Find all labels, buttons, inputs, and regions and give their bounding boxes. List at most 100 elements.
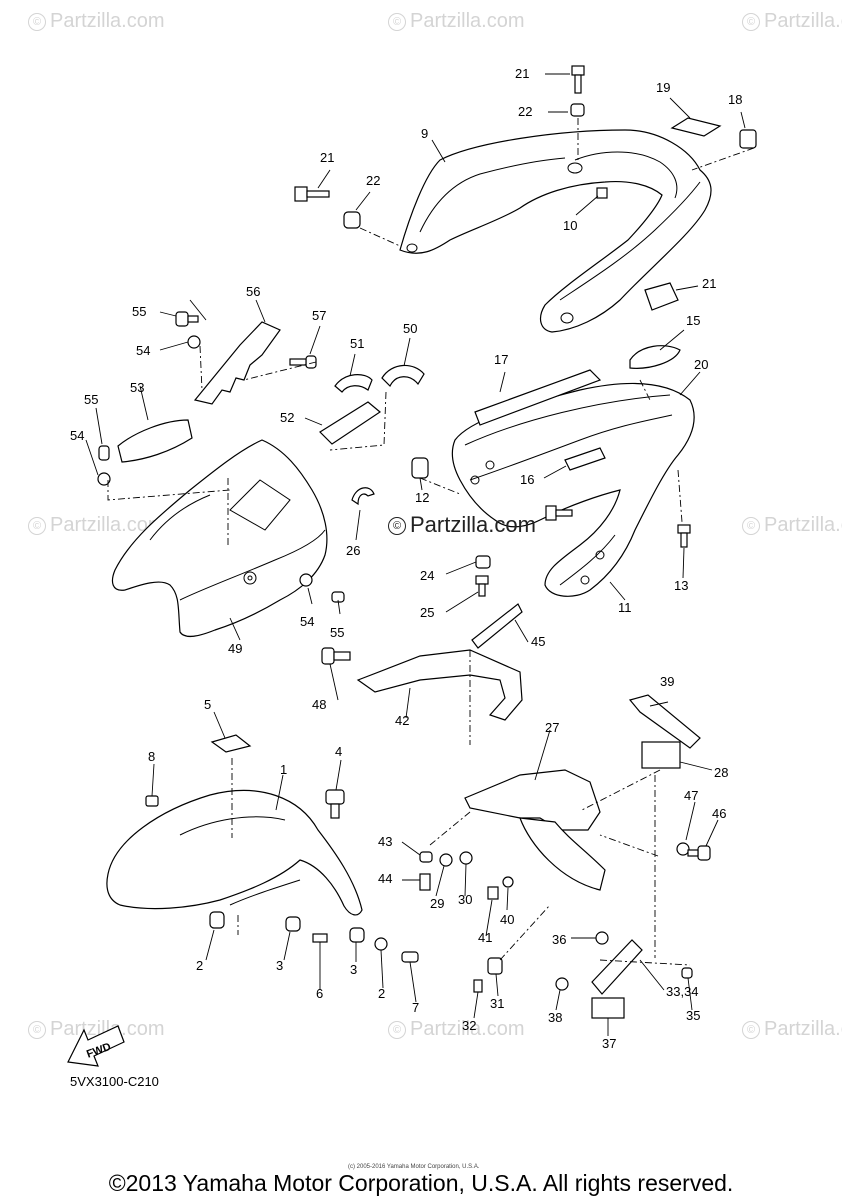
copyright-icon: © <box>388 517 406 535</box>
watermark-top-right: ©Partzilla.com <box>742 10 842 33</box>
damper-21 <box>644 282 679 311</box>
callout-16: 16 <box>520 472 535 487</box>
callout-3-right: 3 <box>350 962 358 977</box>
screw-25 <box>475 575 489 597</box>
callout-32: 32 <box>462 1018 477 1033</box>
callout-20: 20 <box>694 357 709 372</box>
callout-23-left: 21 <box>320 150 335 165</box>
callout-19: 19 <box>656 80 671 95</box>
callout-45: 45 <box>531 634 546 649</box>
callout-31: 31 <box>490 996 505 1011</box>
fwd-arrow-icon <box>67 1025 125 1067</box>
watermark-mid-right: ©Partzilla.com <box>742 514 842 537</box>
callout-28: 28 <box>714 765 729 780</box>
nut-47 <box>676 842 690 856</box>
collar-54-bottom <box>299 573 313 587</box>
reflector-28 <box>641 741 681 769</box>
clamp-50 <box>381 364 425 388</box>
tail-cowl <box>451 382 695 597</box>
watermark-top-left: ©Partzilla.com <box>28 10 164 33</box>
watermark-bottom-center: ©Partzilla.com <box>388 1018 524 1041</box>
callout-30: 30 <box>458 892 473 907</box>
copyright-icon: © <box>742 1021 760 1039</box>
washer-29 <box>439 853 453 867</box>
collar-54-left <box>97 472 111 486</box>
watermark-text: Partzilla.com <box>764 1018 842 1040</box>
bolt-46 <box>687 845 711 861</box>
diagram-code: 5VX3100-C210 <box>70 1074 159 1089</box>
copyright-icon: © <box>388 1021 406 1039</box>
clamp-51 <box>334 374 373 393</box>
screw-32 <box>473 979 483 993</box>
callout-38: 38 <box>548 1010 563 1025</box>
callout-55-bottom: 55 <box>330 625 345 640</box>
callout-17: 17 <box>494 352 509 367</box>
callout-2-left: 2 <box>196 958 204 973</box>
collar-22-top <box>570 103 585 117</box>
callout-23-top: 21 <box>515 66 530 81</box>
callout-50: 50 <box>403 321 418 336</box>
callout-15: 15 <box>686 313 701 328</box>
watermark-mid-left: ©Partzilla.com <box>28 514 164 537</box>
callout-44: 44 <box>378 871 393 886</box>
bracket-42 <box>356 649 523 721</box>
collar-2-left <box>209 911 225 929</box>
strip-17 <box>474 369 602 426</box>
watermark-text: Partzilla.com <box>410 1018 525 1040</box>
clip-41 <box>487 886 499 900</box>
bracket-56 <box>193 321 281 405</box>
damper-12 <box>411 457 429 479</box>
bracket-33-34 <box>591 939 643 995</box>
tiny-copyright: (c) 2005-2016 Yamaha Motor Corporation, … <box>348 1164 480 1170</box>
callout-37: 37 <box>602 1036 617 1051</box>
callout-18: 18 <box>728 92 743 107</box>
callout-24: 24 <box>420 568 435 583</box>
callout-46: 46 <box>712 806 727 821</box>
callout-25: 25 <box>420 605 435 620</box>
washer-30 <box>459 851 473 865</box>
callout-6: 6 <box>316 986 324 1001</box>
callout-10: 10 <box>563 218 578 233</box>
callout-54-top: 54 <box>136 343 151 358</box>
footer-copyright: ©2013 Yamaha Motor Corporation, U.S.A. A… <box>108 1170 734 1196</box>
collar-22-left <box>343 211 361 229</box>
callout-41: 41 <box>478 930 493 945</box>
bolt-23-top <box>571 65 585 94</box>
bolt-23-left <box>294 186 330 202</box>
pad-53 <box>117 419 193 463</box>
callout-47: 47 <box>684 788 699 803</box>
band-26 <box>351 487 375 506</box>
callout-40: 40 <box>500 912 515 927</box>
front-fender <box>106 789 363 916</box>
collar-24 <box>475 555 491 569</box>
callout-22-left: 22 <box>366 173 381 188</box>
callout-26: 26 <box>346 543 361 558</box>
cushion-19 <box>670 117 722 137</box>
reflector-37 <box>591 997 625 1019</box>
copyright-icon: © <box>742 517 760 535</box>
copyright-icon: © <box>28 13 46 31</box>
plate-39 <box>628 694 701 749</box>
callout-9: 9 <box>421 126 429 141</box>
washer-40 <box>502 876 514 888</box>
callout-7: 7 <box>412 1000 420 1015</box>
callout-5: 5 <box>204 697 212 712</box>
copyright-icon: © <box>28 517 46 535</box>
callout-3-left: 3 <box>276 958 284 973</box>
callout-51: 51 <box>350 336 365 351</box>
nut-38 <box>555 977 569 991</box>
seal-15 <box>629 345 681 369</box>
license-bracket <box>464 769 606 891</box>
callout-21: 21 <box>702 276 717 291</box>
callout-49: 49 <box>228 641 243 656</box>
inner-fender <box>111 439 328 638</box>
callout-56: 56 <box>246 284 261 299</box>
bolt-55-top <box>175 311 199 327</box>
assembly-lines <box>107 118 755 966</box>
watermark-center: ©Partzilla.com <box>388 512 536 538</box>
callout-35: 35 <box>686 1008 701 1023</box>
grab-bar <box>399 129 712 333</box>
callout-55-top: 55 <box>132 304 147 319</box>
watermark-text: Partzilla.com <box>50 514 165 536</box>
callout-33-34: 33,34 <box>666 984 699 999</box>
